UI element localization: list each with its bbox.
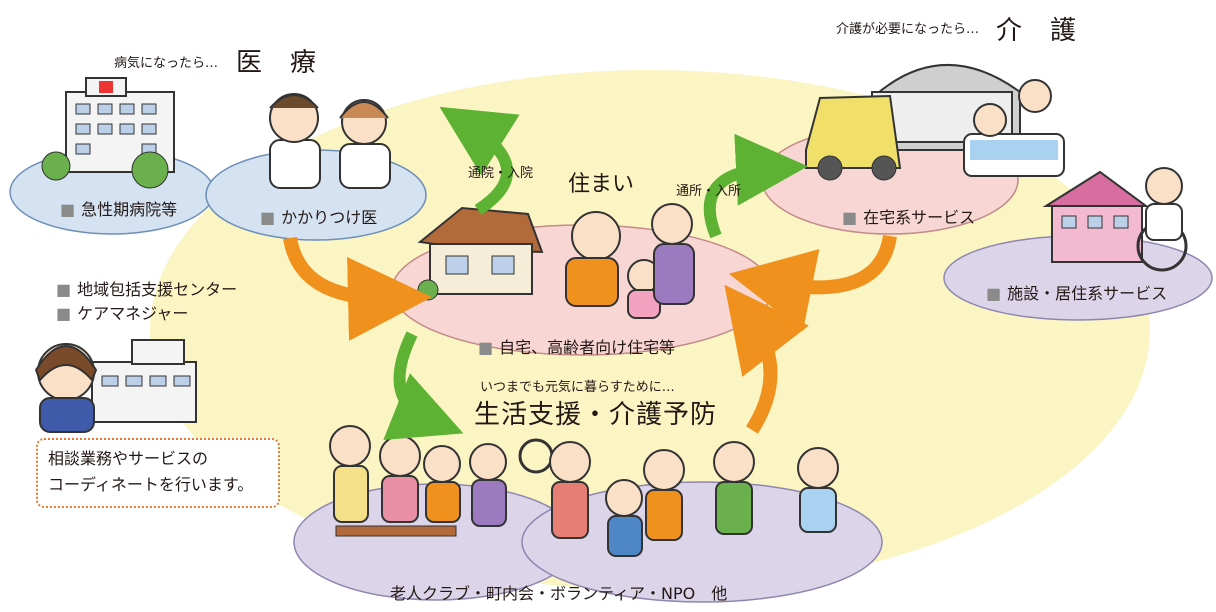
housing-label: ■自宅、高齢者向け住宅等 <box>478 338 676 357</box>
prevention-prefix: いつまでも元気に暮らすために… <box>480 380 675 395</box>
family-illustration <box>565 203 695 319</box>
housing-heading: 住まい <box>568 172 635 197</box>
wheelchair-person-illustration <box>1136 167 1188 272</box>
prevention-heading: 生活支援・介護予防 <box>474 400 718 430</box>
bullet-square: ■ <box>60 200 76 219</box>
arrow-house-to-community <box>383 331 464 441</box>
hospital-illustration <box>41 77 175 189</box>
consultation-note: 相談業務やサービスの コーディネートを行います。 <box>36 438 280 508</box>
bullet-square: ■ <box>986 284 1002 303</box>
arrow-label-to-medical: 通院・入院 <box>468 166 534 181</box>
seniors-club-illustration <box>329 425 507 537</box>
exercise-group-illustration <box>518 438 839 557</box>
note-line-2: コーディネートを行います。 <box>48 475 254 494</box>
support-center-label: ■地域包括支援センター <box>56 280 238 299</box>
care-manager-illustration <box>34 343 98 433</box>
bullet-square: ■ <box>842 208 858 227</box>
support-center-building-illustration <box>91 339 197 423</box>
bullet-square: ■ <box>478 338 494 357</box>
note-line-1: 相談業務やサービスの <box>48 449 209 468</box>
arrow-house-to-medical <box>439 106 520 216</box>
community-label: 老人クラブ・町内会・ボランティア・NPO 他 <box>390 584 728 603</box>
arrow-community-to-house <box>724 284 809 434</box>
care-van-illustration <box>805 94 902 181</box>
arrow-label-to-care: 通所・入所 <box>676 184 742 199</box>
facility-building-illustration <box>1042 170 1150 263</box>
medical-heading: 医 療 <box>236 48 318 78</box>
nurse-illustration <box>339 99 391 189</box>
doctor-illustration <box>269 93 321 189</box>
medical-prefix: 病気になったら… <box>114 56 219 71</box>
bath-care-illustration <box>963 79 1065 177</box>
bullet-square: ■ <box>56 280 72 299</box>
house-illustration <box>417 206 544 301</box>
bullet-square: ■ <box>260 208 276 227</box>
hospital-label: ■急性期病院等 <box>60 200 178 219</box>
facility-label: ■施設・居住系サービス <box>986 284 1168 303</box>
care-prefix: 介護が必要になったら… <box>836 22 980 37</box>
doctor-label: ■かかりつけ医 <box>260 208 378 227</box>
bullet-square: ■ <box>56 304 72 323</box>
care-manager-label: ■ケアマネジャー <box>56 304 189 323</box>
home-service-label: ■在宅系サービス <box>842 208 976 227</box>
arrow-medical-to-house <box>283 236 432 341</box>
arrow-house-to-care <box>703 133 808 239</box>
care-heading: 介 護 <box>996 16 1078 46</box>
